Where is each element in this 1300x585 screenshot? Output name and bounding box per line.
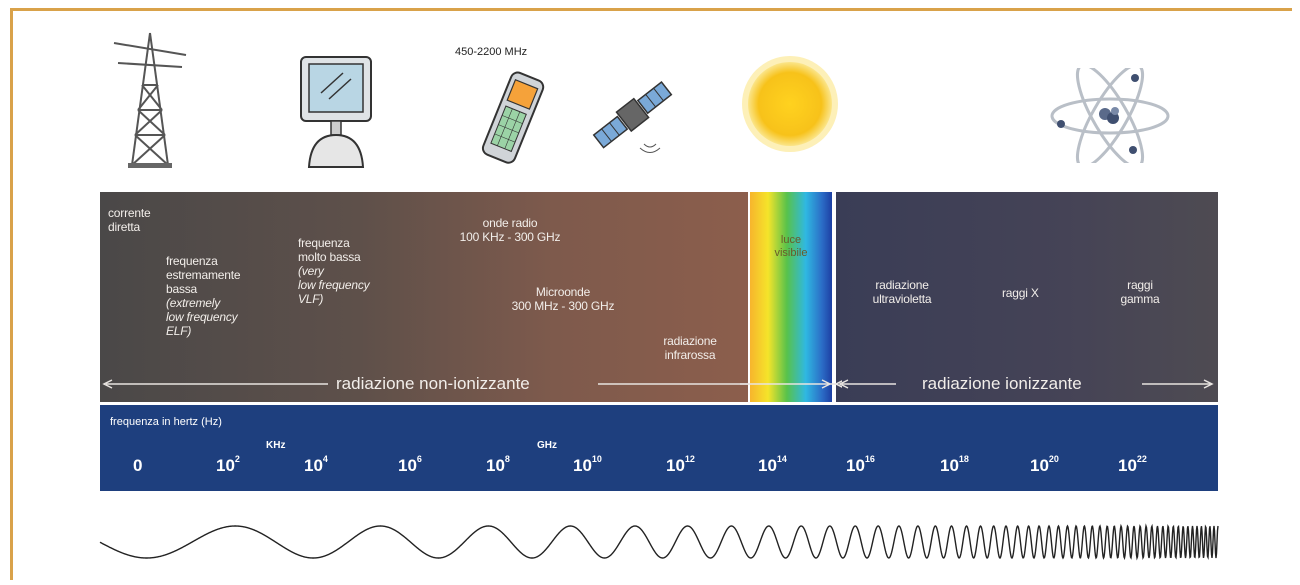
label-onde-radio: onde radio 100 KHz - 300 GHz [440,216,580,244]
tick-label: 0 [133,456,143,475]
label-microonde: Microonde 300 MHz - 300 GHz [478,285,648,313]
tick-exponent: 6 [416,454,422,464]
tick-label: 1016 [846,454,875,476]
label-infrarossa: radiazione infrarossa [640,334,740,362]
text-line: low frequency [298,278,370,292]
tick-exponent: 20 [1048,454,1059,464]
tick-exponent: 4 [322,454,328,464]
label-ultravioletta: radiazione ultravioletta [852,278,952,306]
tick-label: 1022 [1118,454,1147,476]
atom-icon [1050,68,1170,163]
text-line: 300 MHz - 300 GHz [511,299,615,313]
text-line: frequenza [298,236,350,250]
text-line: 100 KHz - 300 GHz [459,230,561,244]
label-non-ionizing: radiazione non-ionizzante [336,374,530,393]
mobile-phone-icon [481,71,545,164]
label-luce-visibile: luce visibile [752,234,830,260]
tick-exponent: 18 [958,454,969,464]
frequency-title: frequenza in hertz (Hz) [110,416,222,428]
visible-arrow [740,379,842,389]
text-line: infrarossa [664,348,716,362]
label-vlf: frequenza molto bassa (very low frequenc… [298,236,370,306]
wave-graphic [99,523,1219,561]
ionizing-band [836,192,1218,402]
text-line: radiazione [663,334,717,348]
text-line: (very [298,264,324,278]
wave-path [99,523,1219,561]
tick-exponent: 14 [776,454,787,464]
text-line: visibile [774,247,808,259]
tick-exponent: 2 [234,454,240,464]
text-line: VLF) [298,292,324,306]
non-ionizing-band [100,192,748,402]
tick-exponent: 10 [591,454,602,464]
text-line: ultravioletta [872,292,932,306]
text-line: Microonde [535,285,591,299]
text-line: molto bassa [298,250,361,264]
tick-base: 10 [486,456,505,475]
tick-label: 1014 [758,454,787,476]
tick-label: 106 [398,454,422,476]
satellite-icon [592,81,673,153]
text-line: ELF) [166,324,192,338]
label-raggi-gamma: raggi gamma [1110,278,1170,306]
text-line: frequenza [166,254,218,268]
text-line: gamma [1120,292,1160,306]
tick-base: 10 [398,456,417,475]
tick-base: 10 [216,456,235,475]
ghz-marker: GHz [537,440,557,451]
tick-base: 10 [304,456,323,475]
tick-base: 10 [846,456,865,475]
text-line: luce [780,234,802,246]
tick-base: 10 [940,456,959,475]
label-corrente-diretta: corrente diretta [108,206,151,234]
computer-monitor-icon [300,56,372,168]
tick-exponent: 22 [1136,454,1147,464]
khz-marker: KHz [266,440,286,451]
tick-label: 1020 [1030,454,1059,476]
frame-top-border [10,8,1292,11]
tick-label: 1018 [940,454,969,476]
tick-base: 10 [573,456,592,475]
non-ionizing-arrow [102,379,748,389]
text-line: low frequency [166,310,238,324]
text-line: estremamente [166,268,241,282]
label-raggi-x: raggi X [1002,286,1039,300]
visible-light-band [750,192,832,402]
frame-left-border [10,8,13,580]
tick-base: 10 [1118,456,1137,475]
frequency-band [100,405,1218,491]
text-line: raggi [1127,278,1153,292]
antenna-tower-icon [113,32,187,168]
text-line: (extremely [166,296,221,310]
text-line: radiazione [875,278,929,292]
tick-label: 104 [304,454,328,476]
label-ionizing: radiazione ionizzante [922,374,1082,393]
tick-exponent: 8 [504,454,510,464]
tick-label: 108 [486,454,510,476]
phone-frequency-label: 450-2200 MHz [455,46,528,58]
tick-label: 1012 [666,454,695,476]
tick-label: 102 [216,454,240,476]
text-line: bassa [166,282,198,296]
ionizing-arrow [838,379,1214,389]
text-line: onde radio [482,216,538,230]
label-elf: frequenza estremamente bassa (extremely … [166,254,241,338]
tick-exponent: 16 [864,454,875,464]
sun-icon [742,56,838,152]
tick-base: 10 [1030,456,1049,475]
text-line: corrente [108,206,151,220]
text-line: diretta [108,220,140,234]
tick-exponent: 12 [684,454,695,464]
tick-label: 1010 [573,454,602,476]
tick-base: 10 [666,456,685,475]
tick-base: 10 [758,456,777,475]
